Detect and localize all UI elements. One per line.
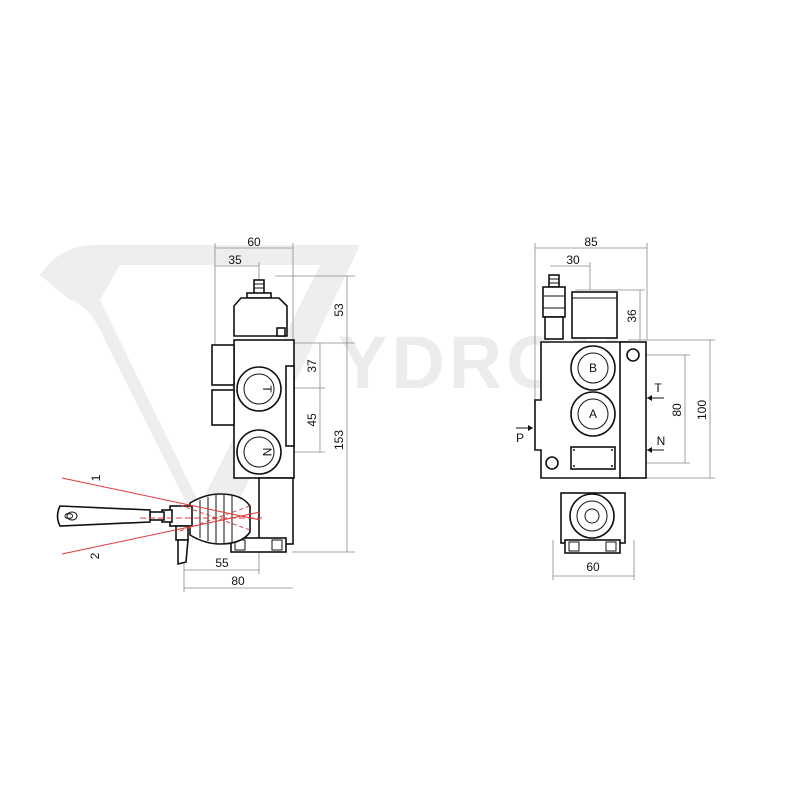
front-mount-hole-bottom <box>545 456 559 470</box>
label-neutral: N <box>657 434 666 448</box>
dim-side-width-35: 35 <box>228 253 242 267</box>
side-port-upper-outer <box>236 366 282 412</box>
lever-position-1: 1 <box>89 474 103 481</box>
side-top-housing <box>233 297 288 337</box>
front-top-stem <box>548 274 560 288</box>
side-lever-pivot <box>169 505 193 527</box>
front-mount-hole-top <box>626 348 640 362</box>
front-port-upper-label: B <box>589 361 597 375</box>
front-top-housing <box>571 291 618 339</box>
front-nameplate <box>570 446 616 470</box>
side-left-lug-upper <box>211 344 235 386</box>
lever-position-2: 2 <box>88 552 102 559</box>
side-top-stem <box>253 279 265 295</box>
front-top-fitting <box>544 316 564 340</box>
dim-side-width-60: 60 <box>247 235 261 249</box>
front-view: 85 30 36 80 100 60 B A <box>516 235 715 580</box>
front-port-lower-label: A <box>589 407 597 421</box>
dim-side-port-37: 37 <box>305 359 319 373</box>
front-port-upper-outer <box>570 345 616 391</box>
dim-front-width-85: 85 <box>584 235 598 249</box>
watermark: YDRON <box>40 245 621 533</box>
dim-side-height-153: 153 <box>332 430 346 450</box>
side-lever-handle <box>56 505 151 527</box>
front-right-flange <box>619 341 647 479</box>
lever-position-0: 0 <box>62 512 76 519</box>
front-port-lower-outer <box>570 391 616 437</box>
label-pressure: P <box>516 431 524 445</box>
dim-side-port-45: 45 <box>305 413 319 427</box>
side-port-lower-label: N <box>260 448 274 457</box>
front-lever-boss-outer <box>569 493 615 539</box>
dim-side-lever-55: 55 <box>215 556 229 570</box>
dim-front-height-36: 36 <box>625 309 639 323</box>
label-tank: T <box>654 381 662 395</box>
side-lower-body <box>258 477 294 545</box>
front-top-nut <box>542 286 566 318</box>
dim-side-lever-80: 80 <box>231 574 245 588</box>
side-port-upper-label: T <box>260 385 274 393</box>
side-left-lug-lower <box>211 389 235 426</box>
lever-position-lines <box>61 477 262 555</box>
dim-front-holes-80: 80 <box>670 403 684 417</box>
side-port-lower-outer <box>236 429 282 475</box>
dim-front-bottom-60: 60 <box>586 560 600 574</box>
dim-front-width-30: 30 <box>566 253 580 267</box>
dim-side-height-53: 53 <box>332 303 346 317</box>
watermark-logo-shape <box>40 245 360 533</box>
side-view: 60 35 53 153 37 45 55 80 T N <box>56 235 355 592</box>
side-lever-linkage <box>177 539 189 566</box>
dim-front-height-100: 100 <box>695 400 709 420</box>
